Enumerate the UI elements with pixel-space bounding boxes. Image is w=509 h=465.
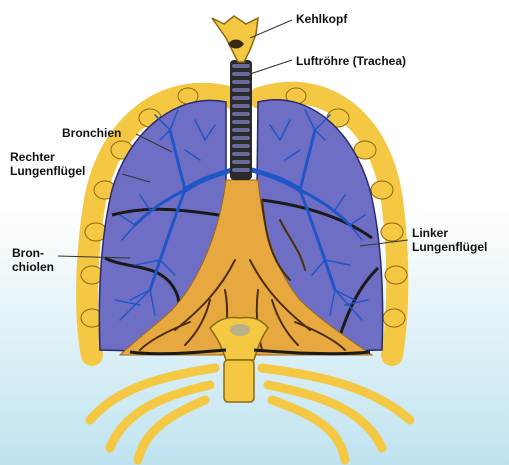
luftroehre-text: Luftröhre (Trachea) [296,54,406,68]
label-linker-lungenfluegel: Linker Lungenflügel [412,226,487,254]
label-luftroehre: Luftröhre (Trachea) [296,54,406,68]
trachea [230,60,252,180]
linker-line2: Lungenflügel [412,240,487,254]
bronchien-text: Bronchien [62,126,121,140]
label-bronchien: Bronchien [62,126,121,140]
label-kehlkopf: Kehlkopf [296,12,347,26]
label-rechter-lungenfluegel: Rechter Lungenflügel [10,150,85,178]
kehlkopf-text: Kehlkopf [296,12,347,26]
label-bronchiolen: Bron- chiolen [12,246,54,274]
bronchiolen-line1: Bron- [12,246,54,260]
rechter-line2: Lungenflügel [10,164,85,178]
bronchiolen-line2: chiolen [12,260,54,274]
linker-line1: Linker [412,226,487,240]
rechter-line1: Rechter [10,150,85,164]
